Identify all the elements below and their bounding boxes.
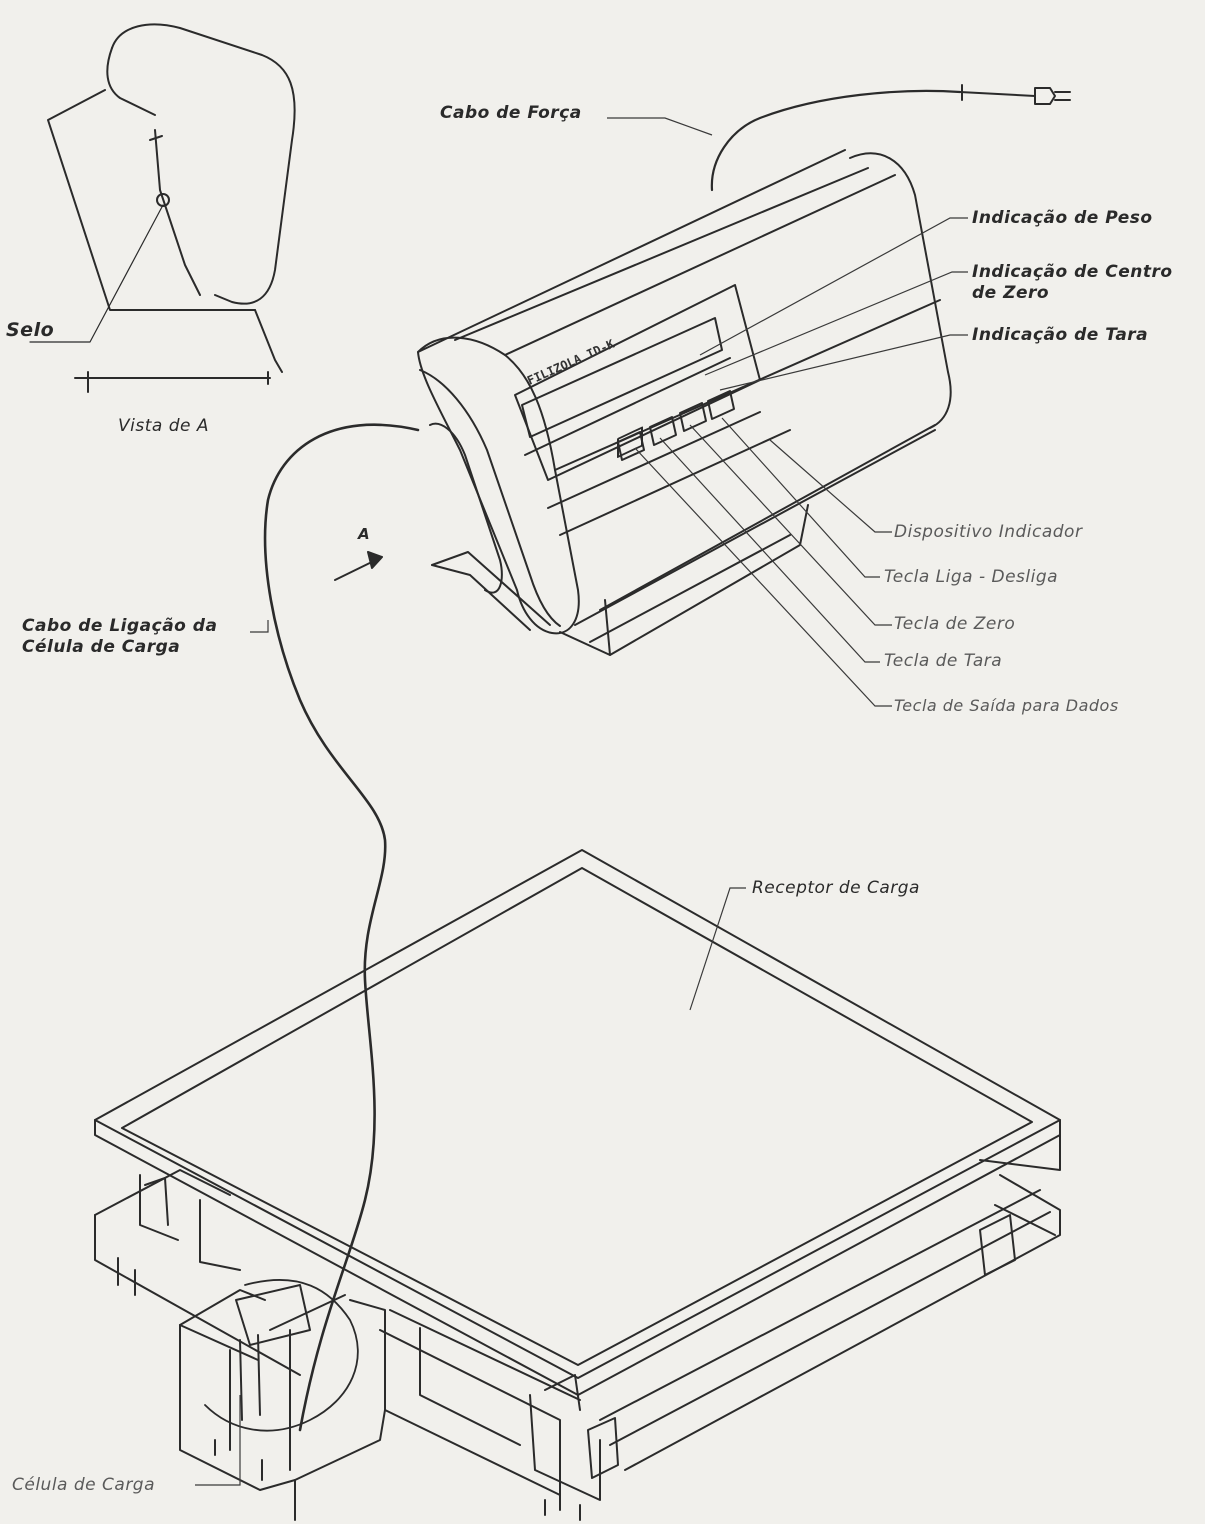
label-tecla-liga-desliga: Tecla Liga - Desliga bbox=[884, 567, 1059, 587]
label-tecla-saida-dados: Tecla de Saída para Dados bbox=[894, 696, 1119, 715]
platform-drawing bbox=[94, 849, 1061, 1521]
label-indicacao-centro-zero-line1: Indicação de Centro bbox=[972, 262, 1173, 282]
label-cabo-ligacao-line1: Cabo de Ligação da bbox=[22, 616, 218, 636]
label-indicacao-tara: Indicação de Tara bbox=[972, 325, 1149, 345]
label-indicacao-centro-zero-line2: de Zero bbox=[972, 283, 1050, 303]
label-cabo-ligacao-line2: Célula de Carga bbox=[22, 637, 181, 657]
label-celula-carga: Célula de Carga bbox=[12, 1475, 156, 1495]
label-arrow-a: A bbox=[358, 525, 371, 543]
indicator-head-drawing bbox=[417, 149, 952, 656]
label-cabo-forca: Cabo de Força bbox=[440, 103, 582, 123]
side-view-drawing bbox=[47, 23, 296, 393]
label-selo: Selo bbox=[6, 319, 55, 341]
label-tecla-zero: Tecla de Zero bbox=[894, 614, 1016, 634]
label-vista-de-a: Vista de A bbox=[118, 416, 209, 436]
label-tecla-tara: Tecla de Tara bbox=[884, 651, 1003, 671]
label-indicacao-peso: Indicação de Peso bbox=[972, 208, 1153, 228]
label-dispositivo-indicador: Dispositivo Indicador bbox=[894, 522, 1083, 542]
label-receptor-carga: Receptor de Carga bbox=[752, 878, 920, 898]
